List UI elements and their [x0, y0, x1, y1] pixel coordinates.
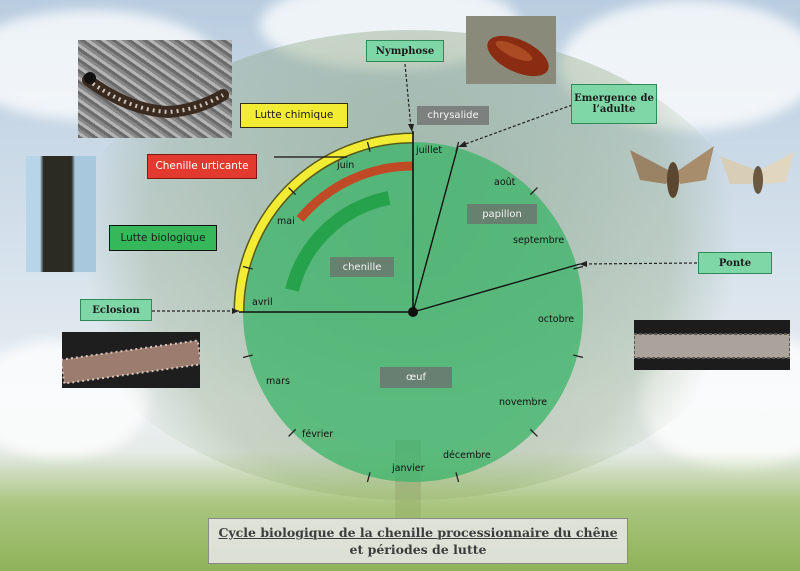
month-label-janvier: janvier	[391, 463, 425, 474]
month-label-avril: avril	[252, 297, 273, 308]
callout-emergence: Emergence de l’adulte	[571, 84, 657, 124]
eclosion-arrowhead	[232, 308, 239, 314]
egg-branch-icon	[62, 339, 200, 385]
emergence-arrowhead	[458, 141, 467, 147]
month-label-septembre: septembre	[513, 235, 564, 246]
month-label-juin: juin	[336, 160, 354, 171]
caterpillar-photo	[78, 40, 232, 138]
caterpillar-icon	[82, 72, 229, 119]
month-tick	[288, 428, 297, 437]
title-line1: Cycle biologique de la chenille processi…	[218, 525, 618, 540]
month-tick	[573, 354, 584, 359]
ponte-pointer	[580, 262, 698, 265]
trunk-caterpillars-photo	[26, 156, 96, 272]
egg-mass-icon	[634, 333, 790, 359]
callout-nymphose: Nymphose	[366, 40, 444, 62]
lutte-biologique-arc	[285, 191, 391, 292]
month-tick	[573, 265, 584, 270]
month-label-mai: mai	[277, 216, 295, 227]
month-tick	[366, 472, 371, 483]
month-label-mars: mars	[266, 376, 290, 387]
ponte-arrowhead	[579, 261, 587, 267]
legend-lutte-biologique: Lutte biologique	[109, 225, 217, 251]
center-dot	[408, 307, 418, 317]
callout-eclosion: Eclosion	[80, 299, 152, 321]
chrysalis-icon	[487, 35, 549, 77]
month-ticks	[242, 141, 584, 483]
radius-ponte	[412, 263, 581, 313]
legend-chenille-urticante: Chenille urticante	[147, 154, 257, 179]
stage-chenille: chenille	[330, 257, 394, 277]
month-label-aout: août	[494, 177, 516, 188]
month-tick	[529, 428, 538, 437]
pupa-photo	[466, 16, 556, 84]
moth-photo	[626, 140, 798, 206]
callout-ponte: Ponte	[698, 252, 772, 274]
stage-papillon: papillon	[467, 204, 537, 224]
stage-chrysalide: chrysalide	[417, 106, 489, 125]
egg-mass-photo	[634, 320, 790, 370]
nymphose-pointer	[404, 63, 412, 129]
callout-emergence-line1: Emergence de	[574, 93, 654, 104]
diagram-title: Cycle biologique de la chenille processi…	[208, 518, 628, 564]
month-tick	[455, 141, 460, 152]
month-tick	[242, 265, 253, 270]
moth-icon	[630, 146, 794, 198]
month-tick	[242, 354, 253, 359]
legend-lutte-chimique: Lutte chimique	[240, 103, 348, 128]
month-label-novembre: novembre	[499, 397, 547, 408]
month-label-fevrier: février	[302, 429, 333, 440]
month-tick	[366, 141, 371, 152]
stage-oeuf: œuf	[380, 367, 452, 388]
radius-emergence	[412, 145, 459, 313]
callout-emergence-line2: l’adulte	[592, 104, 636, 115]
title-line2: et périodes de lutte	[349, 542, 487, 557]
month-tick	[288, 187, 297, 196]
month-label-decembre: décembre	[443, 450, 491, 461]
month-tick	[529, 187, 538, 196]
month-label-juillet: juillet	[415, 145, 442, 156]
month-label-octobre: octobre	[538, 314, 574, 325]
month-tick	[455, 472, 460, 483]
chenille-urticante-arc	[296, 161, 414, 222]
hatching-photo	[62, 332, 200, 388]
nymphose-arrowhead	[408, 124, 414, 132]
